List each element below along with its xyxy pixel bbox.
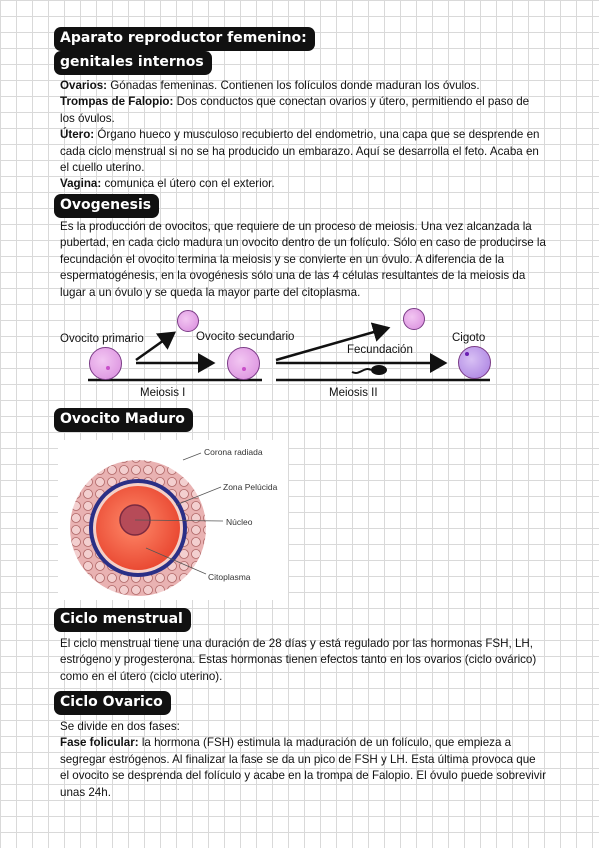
- title-ovogenesis-text: Ovogenesis: [60, 197, 152, 213]
- item-utero: Útero: Órgano hueco y musculoso recubier…: [60, 127, 546, 176]
- title-aparato: Aparato reproductor femenino:: [54, 27, 315, 51]
- arrow-to-polar-body-1: [135, 331, 177, 362]
- item-vagina: Vagina: comunica el útero con el exterio…: [60, 176, 546, 192]
- label-meiosis2: Meiosis II: [329, 387, 378, 399]
- nucleus-dot-primary: [106, 366, 110, 370]
- term-fase-folicular: Fase folicular:: [60, 736, 139, 750]
- cell-ovocito-secundario: [227, 347, 260, 380]
- label-ovocito-primario: Ovocito primario: [60, 333, 144, 345]
- fase-folicular: Fase folicular: la hormona (FSH) estimul…: [60, 735, 546, 801]
- cell-polar-body-2: [403, 308, 425, 330]
- aparato-list: Ovarios: Gónadas femeninas. Contienen lo…: [60, 78, 546, 193]
- nucleus-dot-secondary: [242, 367, 246, 371]
- label-meiosis1: Meiosis I: [140, 387, 186, 399]
- term-ovarios: Ovarios:: [60, 79, 108, 92]
- title-aparato-line2: genitales internos: [60, 54, 204, 70]
- item-ovarios: Ovarios: Gónadas femeninas. Contienen lo…: [60, 78, 546, 94]
- term-utero: Útero:: [60, 128, 95, 142]
- cell-ovocito-primario: [89, 347, 122, 380]
- cell-polar-body-1: [177, 310, 199, 332]
- sperm-icon: [351, 365, 387, 375]
- label-cigoto: Cigoto: [452, 332, 486, 344]
- text-fase-folicular: la hormona (FSH) estimula la maduración …: [60, 736, 546, 799]
- label-nucleo: Núcleo: [226, 517, 253, 527]
- label-corona-radiada: Corona radiada: [204, 447, 263, 457]
- arrow-to-polar-body-2: [275, 322, 391, 362]
- term-trompas: Trompas de Falopio:: [60, 95, 174, 109]
- title-ciclo-ovarico: Ciclo Ovarico: [54, 691, 171, 715]
- label-zona-pelucida: Zona Pelúcida: [223, 482, 278, 492]
- diagram-arrows: [88, 322, 490, 382]
- cell-cigoto: [458, 346, 491, 379]
- title-ovocito-maduro: Ovocito Maduro: [54, 408, 193, 432]
- ovocito-maduro-illustration: Corona radiada Zona Pelúcida Núcleo Cito…: [58, 440, 288, 600]
- label-fecundacion: Fecundación: [347, 344, 413, 356]
- label-citoplasma: Citoplasma: [208, 572, 251, 582]
- term-vagina: Vagina:: [60, 177, 102, 191]
- ciclo-menstrual-paragraph: El ciclo menstrual tiene una duración de…: [60, 637, 537, 683]
- title-ovocito-maduro-text: Ovocito Maduro: [60, 411, 185, 427]
- ciclo-menstrual-text: El ciclo menstrual tiene una duración de…: [60, 636, 546, 685]
- label-ovocito-secundario: Ovocito secundario: [196, 331, 295, 343]
- ovocito-svg: [70, 452, 224, 596]
- title-ciclo-menstrual-text: Ciclo menstrual: [60, 611, 183, 627]
- title-ciclo-menstrual: Ciclo menstrual: [54, 608, 191, 632]
- ovogenesis-paragraph: Es la producción de ovocitos, que requie…: [60, 220, 546, 299]
- ovogenesis-text: Es la producción de ovocitos, que requie…: [60, 219, 546, 301]
- ciclo-ovarico-text: Se divide en dos fases: Fase folicular: …: [60, 719, 546, 801]
- title-aparato-2: genitales internos: [54, 51, 212, 75]
- text-utero: Órgano hueco y musculoso recubierto del …: [60, 128, 540, 175]
- title-ciclo-ovarico-text: Ciclo Ovarico: [60, 694, 163, 710]
- title-ovogenesis: Ovogenesis: [54, 194, 160, 218]
- text-ovarios: Gónadas femeninas. Contienen los folícul…: [107, 79, 480, 92]
- text-vagina: comunica el útero con el exterior.: [101, 177, 275, 191]
- title-aparato-line1: Aparato reproductor femenino:: [60, 30, 307, 46]
- ovogenesis-diagram: Ovocito primario Ovocito secundario Cigo…: [0, 300, 599, 405]
- ciclo-ovarico-intro: Se divide en dos fases:: [60, 720, 180, 733]
- item-trompas: Trompas de Falopio: Dos conductos que co…: [60, 94, 546, 127]
- nucleus-dot-zygote: [465, 352, 469, 356]
- text-trompas: Dos conductos que conectan ovarios y úte…: [60, 95, 530, 125]
